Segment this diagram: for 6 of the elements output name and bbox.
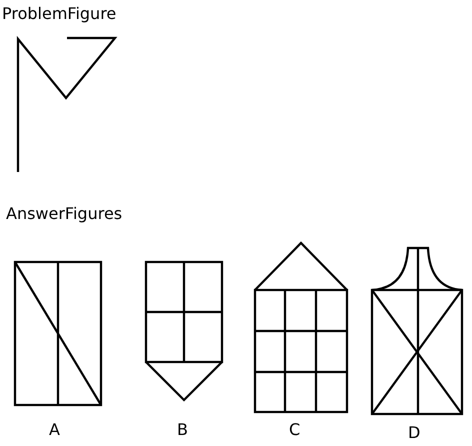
heading: AnswerFigures [6,206,122,222]
option-letter: A [49,422,60,438]
option-letter: D [408,425,420,441]
heading: ProblemFigure [2,6,116,22]
option-letter: B [177,422,188,438]
option-letter: C [289,422,300,438]
